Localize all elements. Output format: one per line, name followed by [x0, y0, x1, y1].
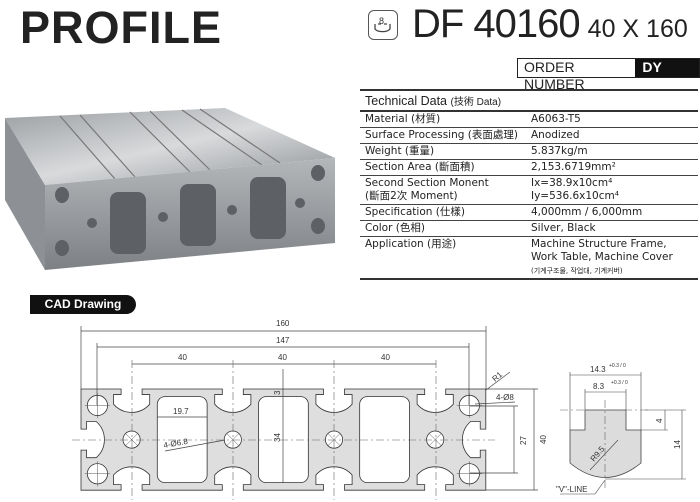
model-number: DF 40160 [412, 2, 581, 46]
row-value: Machine Structure Frame,Work Table, Mach… [531, 238, 693, 277]
slot-outer-width: 14.3 [590, 365, 606, 374]
technical-data-heading: Technical Data (技術 Data) [360, 91, 698, 112]
row-value: A6063-T5 [531, 113, 581, 125]
table-row: Section Area (斷面積) 2,153.6719mm² [360, 160, 698, 176]
slot-detail: 14.3 +0.3 / 0 8.3 +0.3 / 0 4 14 R9.5 "V"… [556, 363, 686, 495]
table-row: Color (色相) Silver, Black [360, 221, 698, 237]
row-value: Silver, Black [531, 222, 596, 234]
table-row: Material (材質) A6063-T5 [360, 112, 698, 128]
dim-40: 40 [381, 353, 390, 362]
dim-3: 3 [273, 390, 282, 395]
value-line: (기계구조물, 작업대, 기계커버) [531, 267, 623, 275]
dim-27: 27 [519, 436, 528, 445]
row-value: 4,000mm / 6,000mm [531, 206, 643, 218]
dim-19-7: 19.7 [173, 407, 189, 416]
dim-147: 147 [276, 336, 290, 345]
technical-data-table: Technical Data (技術 Data) Material (材質) A6… [360, 89, 698, 280]
v-line-label: "V"-LINE [556, 485, 587, 494]
slot-8-icon: 8 [368, 10, 398, 40]
dim-center-hole: 4-Ø6.8 [163, 437, 189, 450]
row-value: 5.837kg/m [531, 145, 588, 157]
key-line: Second Section Monent [365, 177, 489, 189]
page-title: PROFILE [20, 2, 223, 53]
dim-40: 40 [278, 353, 287, 362]
table-row: Surface Processing (表面處理) Anodized [360, 128, 698, 144]
table-row: Weight (重量) 5.837kg/m [360, 144, 698, 160]
row-value: Anodized [531, 129, 580, 141]
dim-160: 160 [276, 319, 290, 328]
row-key: Material (材質) [365, 113, 441, 125]
dim-r1: R1 [491, 370, 505, 384]
dim-corner-hole: 4-Ø8 [496, 393, 514, 402]
row-key: Surface Processing (表面處理) [365, 129, 518, 141]
order-number-box: ORDER NUMBER DY 5016 [517, 58, 700, 92]
value-line: Machine Structure Frame, [531, 238, 667, 250]
dim-40-height: 40 [539, 435, 548, 444]
cad-drawing-label: CAD Drawing [30, 295, 136, 314]
table-row: Specification (仕樣) 4,000mm / 6,000mm [360, 205, 698, 221]
dim-34: 34 [273, 433, 282, 442]
slot-depth-dim: 14 [673, 440, 682, 449]
row-key: Weight (重量) [365, 145, 435, 157]
heading-sub: (技術 Data) [450, 97, 502, 108]
table-row: Application (用途) Machine Structure Frame,… [360, 237, 698, 278]
row-key: Application (用途) [365, 238, 457, 250]
dim-40: 40 [178, 353, 187, 362]
row-key: Second Section Monent(斷面2次 Moment) [365, 177, 531, 203]
row-value: 2,153.6719mm² [531, 161, 616, 173]
slot-lip-dim: 4 [655, 418, 664, 423]
model-size: 40 X 160 [587, 15, 688, 43]
row-key: Specification (仕樣) [365, 206, 465, 218]
key-line: (斷面2次 Moment) [365, 190, 458, 202]
row-key: Section Area (斷面積) [365, 161, 475, 173]
slot-outer-tol: +0.3 / 0 [609, 363, 626, 369]
order-number-value: DY 5016 [635, 59, 699, 92]
svg-text:8: 8 [379, 16, 384, 26]
row-key: Color (色相) [365, 222, 425, 234]
value-line: Ix=38.9x10cm⁴ [531, 177, 613, 189]
value-line: Iy=536.6x10cm⁴ [531, 190, 619, 202]
order-number-label: ORDER NUMBER [524, 59, 585, 92]
table-row: Second Section Monent(斷面2次 Moment)Ix=38.… [360, 176, 698, 205]
profile-cross-section [81, 389, 486, 490]
slot-inner-tol: +0.3 / 0 [611, 380, 628, 386]
heading-text: Technical Data [365, 94, 447, 108]
value-line: Work Table, Machine Cover [531, 251, 673, 263]
profile-3d-image [5, 108, 335, 270]
dimension-lines [80, 326, 538, 491]
slot-inner-width: 8.3 [593, 382, 605, 391]
